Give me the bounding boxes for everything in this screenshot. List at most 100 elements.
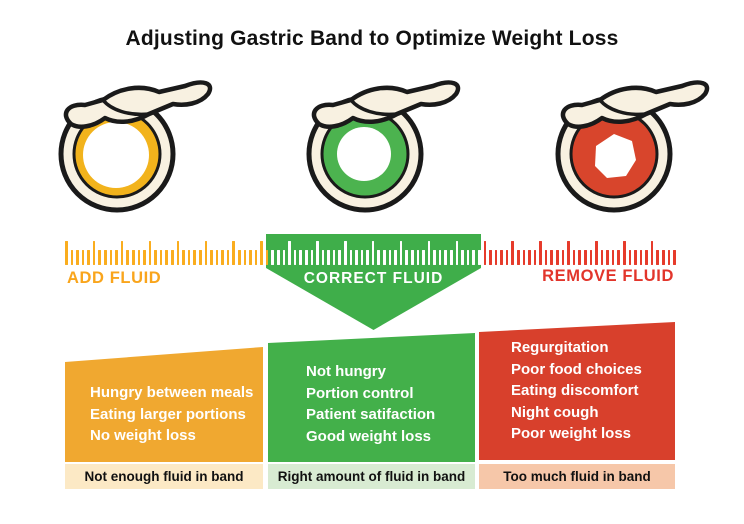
band-fold-line (598, 98, 647, 117)
correct-fluid-label: CORRECT FLUID (303, 270, 444, 287)
add-fluid-label: ADD FLUID (67, 269, 162, 287)
ruler-tick (461, 250, 464, 265)
symptom-item: Regurgitation (511, 339, 609, 356)
ruler-tick (109, 250, 113, 265)
caption-right-amount: Right amount of fluid in band (268, 464, 475, 489)
ruler-tick (617, 250, 620, 265)
ruler-tick (193, 250, 196, 265)
ruler-tick (288, 241, 291, 265)
symptom-item: Eating discomfort (511, 382, 639, 399)
ruler-tick (477, 250, 481, 265)
ruler-tick (344, 241, 347, 265)
ruler-tick (366, 250, 369, 265)
ruler-tick (611, 250, 615, 265)
ruler-tick (450, 250, 453, 265)
ruler-tick (539, 241, 542, 265)
caption-too-much: Too much fluid in band (479, 464, 675, 489)
ruler-tick (232, 241, 235, 265)
band-opening (595, 134, 636, 178)
symptom-item: Good weight loss (306, 427, 432, 445)
ruler-tick (92, 241, 96, 265)
ruler-tick (198, 250, 202, 265)
ruler-tick (371, 241, 375, 265)
symptom-item: Patient satifaction (306, 406, 436, 423)
symptom-item: No weight loss (90, 427, 196, 444)
ruler-tick (572, 250, 576, 265)
ruler-tick (104, 250, 107, 265)
ruler-tick (210, 250, 213, 265)
ruler-tick (310, 250, 314, 265)
ruler-tick (583, 250, 587, 265)
ruler-tick (120, 241, 124, 265)
ruler-tick (556, 250, 559, 265)
ruler-tick (433, 250, 436, 265)
ruler-tick (115, 250, 118, 265)
symptom-item: Eating larger portions (90, 405, 246, 423)
ruler-tick (243, 250, 247, 265)
ruler-tick (606, 250, 609, 265)
ruler-tick (578, 250, 581, 265)
symptom-item: Poor food choices (511, 360, 642, 378)
ruler-tick (645, 250, 648, 265)
ruler-tick (321, 250, 325, 265)
ruler-tick (154, 250, 157, 265)
ruler-tick (516, 250, 520, 265)
band-opening (83, 122, 149, 188)
band-opening (337, 127, 391, 181)
ruler-tick (455, 241, 459, 265)
ruler-tick (282, 250, 286, 265)
remove-fluid-label: REMOVE FLUID (542, 267, 674, 285)
ruler-tick (466, 250, 470, 265)
ruler-tick (215, 250, 219, 265)
symptom-item: Not hungry (306, 363, 386, 380)
ruler-tick (405, 250, 408, 265)
ruler-tick (277, 250, 280, 265)
symptom-item: Night cough (511, 403, 599, 421)
fluid-ruler (0, 241, 744, 267)
symptom-item: Hungry between meals (90, 384, 254, 401)
page-title: Adjusting Gastric Band to Optimize Weigh… (125, 27, 619, 50)
ruler-tick (226, 250, 230, 265)
band-fold-line (101, 98, 150, 117)
ruler-tick (249, 250, 252, 265)
band-tubing (311, 80, 461, 129)
ruler-tick (550, 250, 554, 265)
ruler-tick (489, 250, 492, 265)
caption-not-enough: Not enough fluid in band (65, 464, 263, 489)
ruler-tick (338, 250, 341, 265)
ruler-tick (126, 250, 129, 265)
ruler-tick (260, 241, 263, 265)
ruler-tick (165, 250, 169, 265)
ruler-tick (355, 250, 358, 265)
ruler-tick (299, 250, 302, 265)
ruler-tick (81, 250, 85, 265)
ruler-tick (589, 250, 593, 265)
ruler-tick (332, 250, 336, 265)
ruler-tick (472, 250, 475, 265)
ruler-tick (544, 250, 548, 265)
ruler-tick (316, 241, 319, 265)
ruler-tick (399, 241, 403, 265)
ruler-tick (265, 250, 269, 265)
ruler-tick (656, 250, 660, 265)
ruler-tick (567, 241, 570, 265)
ruler-tick (304, 250, 308, 265)
ruler-tick (176, 241, 180, 265)
ruler-tick (293, 250, 297, 265)
ruler-tick (522, 250, 526, 265)
band-fold-line (349, 98, 398, 117)
ruler-tick (427, 241, 431, 265)
ruler-tick (221, 250, 224, 265)
band-correct-illustration (306, 80, 461, 213)
ruler-tick (182, 250, 185, 265)
ruler-tick (204, 241, 208, 265)
band-tight-illustration (555, 80, 710, 213)
ruler-tick (628, 250, 632, 265)
ruler-tick (600, 250, 604, 265)
ruler-tick (271, 250, 275, 265)
